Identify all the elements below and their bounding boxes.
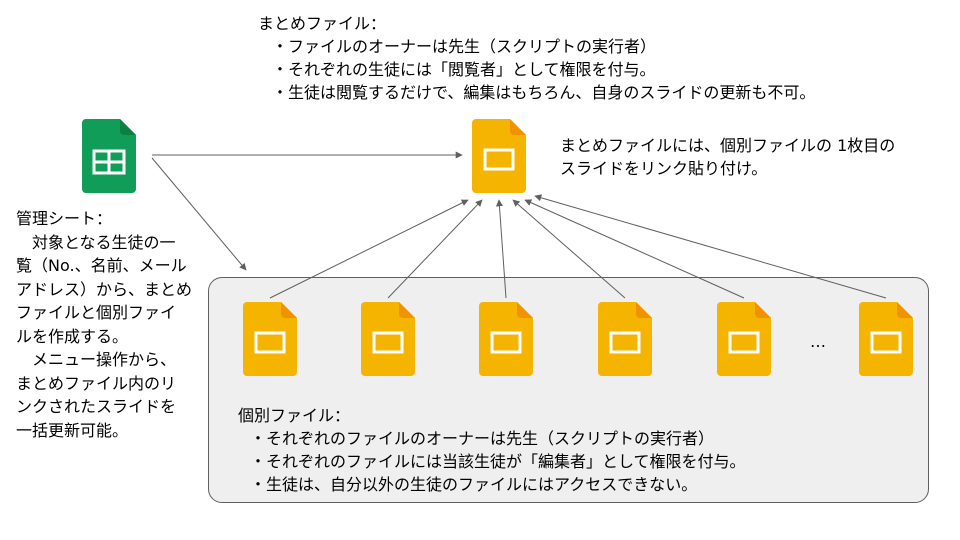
admin-note-line: メニュー操作から、: [16, 350, 177, 369]
summary-link-note-line: まとめファイルには、個別ファイルの 1枚目の: [560, 136, 896, 155]
google-slides-icon: [243, 302, 297, 376]
admin-note-line: 管理シート：: [16, 209, 113, 228]
google-slides-icon: [598, 302, 652, 376]
admin-note-line: 覧（No.、名前、メール: [16, 256, 187, 275]
admin-note-line: 対象となる生徒の一: [16, 232, 176, 252]
google-slides-icon: [859, 302, 913, 376]
individual-note-bullet: ・生徒は、自分以外の生徒のファイルにはアクセスできない。: [250, 475, 698, 494]
arrow-file5-to-summary: [524, 199, 745, 299]
individual-files-group: [208, 277, 929, 503]
individual-note-bullet: ・それぞれのファイルには当該生徒が「編集者」として権限を付与。: [250, 452, 746, 471]
summary-note-bullet: ・生徒は閲覧するだけで、編集はもちろん、自身のスライドの更新も不可。: [272, 83, 816, 102]
admin-note-line: アドレス）から、まとめ: [16, 279, 193, 299]
admin-note-line: ファイルと個別ファイ: [16, 303, 177, 322]
google-slides-icon: [472, 119, 526, 193]
admin-note-line: ンクされたスライドを: [16, 397, 177, 416]
admin-sheet-note: 管理シート： 対象となる生徒の一 覧（No.、名前、メール アドレス）から、まと…: [16, 207, 192, 442]
admin-note-line: ルを作成する。: [16, 326, 129, 346]
individual-note-bullet: ・それぞれのファイルのオーナーは先生（スクリプトの実行者）: [250, 429, 715, 448]
google-slides-icon: [361, 302, 415, 376]
arrow-file1-to-summary: [269, 199, 469, 299]
summary-file-note: まとめファイル： ・ファイルのオーナーは先生（スクリプトの実行者） ・それぞれの…: [258, 12, 815, 104]
arrow-file6-to-summary: [534, 194, 887, 299]
more-files-ellipsis: …: [810, 332, 826, 351]
arrow-file3-to-summary: [495, 199, 507, 299]
arrow-file4-to-summary: [512, 199, 626, 299]
individual-note-title: 個別ファイル：: [238, 406, 351, 425]
summary-note-bullet: ・それぞれの生徒には「閲覧者」として権限を付与。: [272, 60, 656, 79]
summary-note-bullet: ・ファイルのオーナーは先生（スクリプトの実行者）: [272, 37, 657, 56]
admin-note-line: 一括更新可能。: [16, 420, 129, 440]
admin-note-line: まとめファイル内のリ: [16, 373, 177, 393]
summary-link-note: まとめファイルには、個別ファイルの 1枚目の スライドをリンク貼り付け。: [560, 134, 895, 180]
google-slides-icon: [479, 302, 533, 376]
summary-note-title: まとめファイル：: [258, 14, 387, 33]
google-slides-icon: [717, 302, 771, 376]
summary-link-note-line: スライドをリンク貼り付け。: [560, 159, 768, 178]
individual-file-note: 個別ファイル： ・それぞれのファイルのオーナーは先生（スクリプトの実行者） ・そ…: [238, 404, 746, 496]
arrow-sheet-to-individual: [151, 157, 247, 271]
google-sheets-icon: [82, 119, 136, 193]
arrow-file2-to-summary: [387, 199, 483, 299]
